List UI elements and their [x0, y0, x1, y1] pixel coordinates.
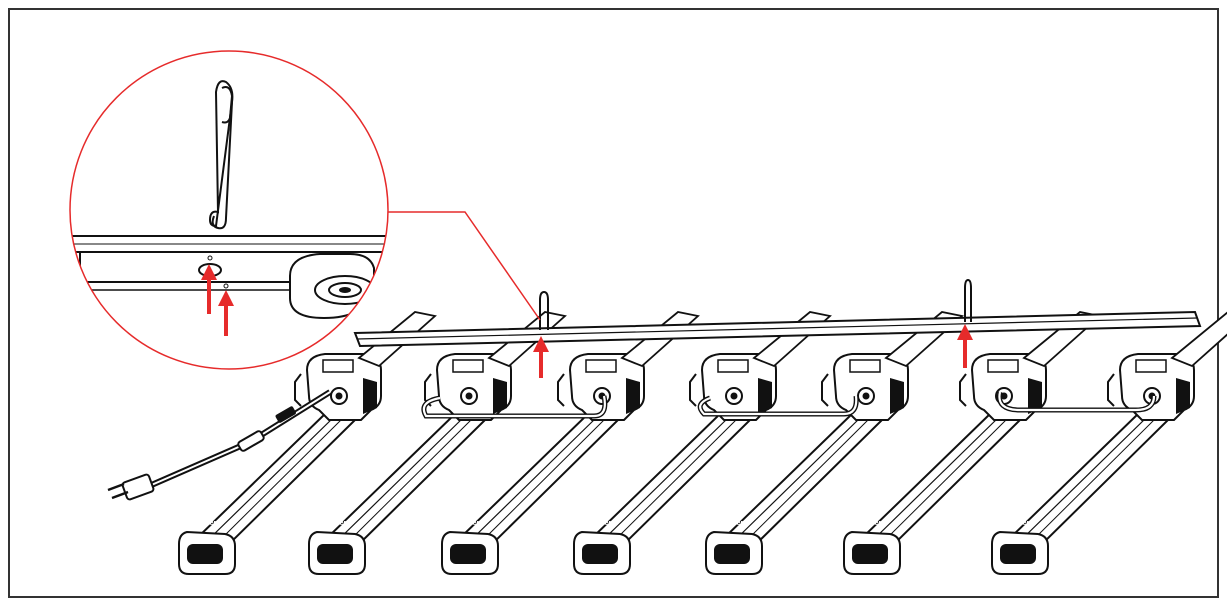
end-cap-label: TechMaster [178, 520, 217, 527]
led-fixture-6 [843, 311, 1101, 575]
end-cap-label: TechMaster [991, 520, 1030, 527]
end-cap-label: TechMaster [705, 520, 744, 527]
zoom-circle-outline [69, 50, 389, 370]
led-fixture-7 [991, 311, 1227, 575]
end-cap-label: TechMaster [843, 520, 882, 527]
hanger-hook-icon [539, 290, 549, 330]
power-cord [107, 389, 332, 501]
led-fixture-3 [441, 311, 699, 575]
hanger-hook-icon [964, 278, 972, 322]
led-fixture-2 [308, 311, 566, 575]
led-fixture-4 [573, 311, 831, 575]
end-cap-labels: TechMaster TechMaster TechMaster TechMas… [178, 520, 1030, 527]
callout-leader-line [385, 211, 541, 321]
hanger-hook-icon [208, 80, 234, 230]
end-cap-label: TechMaster [573, 520, 612, 527]
zoom-callout [69, 50, 389, 370]
plug-icon [107, 473, 155, 501]
mounting-rail [353, 310, 1202, 348]
figure-border [8, 8, 1219, 598]
mounting-knob-detail [289, 253, 376, 320]
end-cap-label: TechMaster [441, 520, 480, 527]
led-fixture-5 [705, 311, 963, 575]
end-cap-label: TechMaster [308, 520, 347, 527]
